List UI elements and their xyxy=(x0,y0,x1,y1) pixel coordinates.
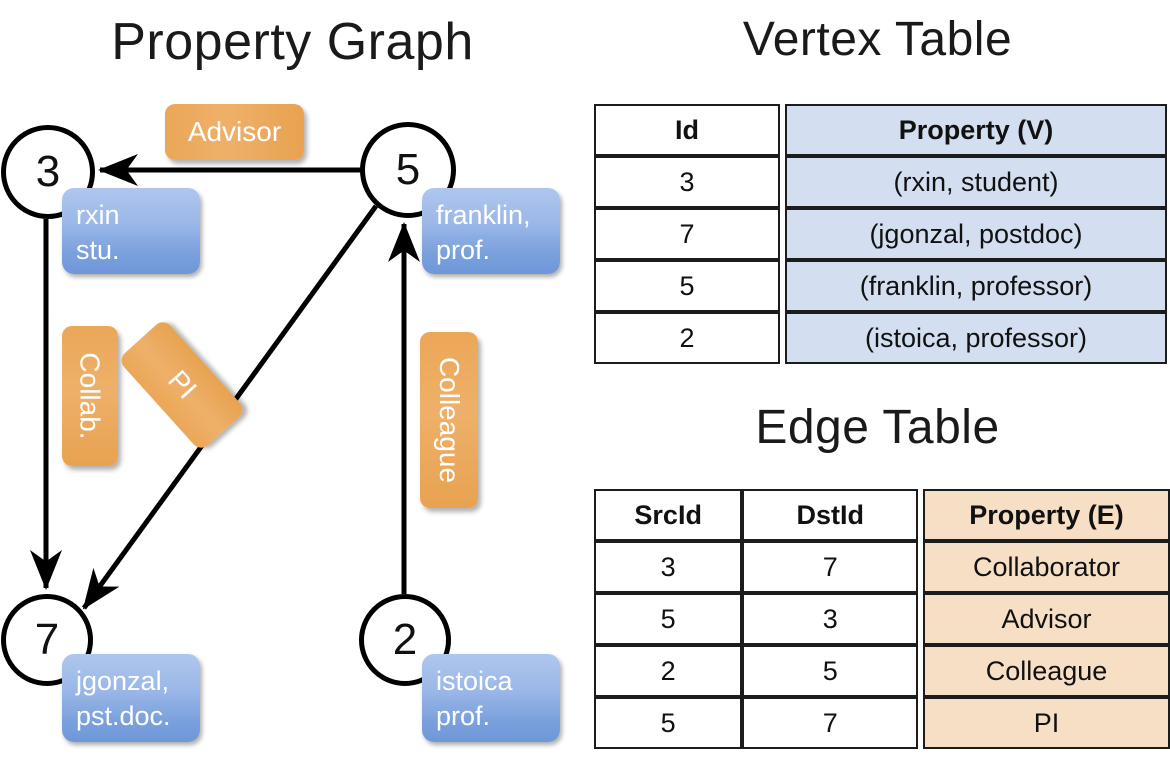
table-row[interactable]: 2 5 Colleague xyxy=(594,645,1170,697)
edge-table-header-srcid: SrcId xyxy=(594,489,743,541)
vertex-table-cell-id: 7 xyxy=(594,208,780,260)
edge-table-header-property: Property (E) xyxy=(923,489,1170,541)
edge-table-cell-dstid: 7 xyxy=(742,541,919,593)
vertex-property-box-3: rxin stu. xyxy=(62,188,200,274)
vertex-property-box-7-line2: pst.doc. xyxy=(76,700,171,731)
graph-node-5-label: 5 xyxy=(395,145,421,194)
edge-table-cell-srcid: 2 xyxy=(594,645,743,697)
graph-node-7-label: 7 xyxy=(34,615,60,664)
vertex-table: Id Property (V) 3 (rxin, student) 7 (jgo… xyxy=(594,104,1167,364)
graph-node-2-label: 2 xyxy=(392,615,418,664)
edge-table-cell-dstid: 5 xyxy=(742,645,919,697)
vertex-table-header-property: Property (V) xyxy=(785,104,1167,156)
vertex-property-box-3-line1: rxin xyxy=(76,200,120,230)
edge-table-header-row: SrcId DstId Property (E) xyxy=(594,489,1170,541)
edge-table-cell-property: Colleague xyxy=(923,645,1170,697)
vertex-table-cell-id: 2 xyxy=(594,312,780,364)
edge-label-advisor: Advisor xyxy=(165,104,304,160)
vertex-property-box-5-line2: prof. xyxy=(436,234,491,265)
table-row[interactable]: 5 (franklin, professor) xyxy=(594,260,1167,312)
edge-table-cell-srcid: 5 xyxy=(594,593,743,645)
table-row[interactable]: 3 7 Collaborator xyxy=(594,541,1170,593)
edge-table-cell-property: Collaborator xyxy=(923,541,1170,593)
edge-label-advisor-text: Advisor xyxy=(187,116,282,147)
table-row[interactable]: 5 7 PI xyxy=(594,697,1170,749)
edge-table-cell-property: PI xyxy=(923,697,1170,749)
edge-table-cell-srcid: 3 xyxy=(594,541,743,593)
edge-label-colleague-text: Colleague xyxy=(434,356,466,484)
graph-node-3-label: 3 xyxy=(35,147,61,196)
edge-table-cell-srcid: 5 xyxy=(594,697,743,749)
vertex-property-box-2: istoica prof. xyxy=(422,654,560,742)
vertex-table-cell-property: (istoica, professor) xyxy=(785,312,1167,364)
vertex-property-box-7-line1: jgonzal, xyxy=(76,666,170,696)
vertex-table-cell-property: (rxin, student) xyxy=(785,156,1167,208)
edge-label-collab: Collab. xyxy=(62,326,118,466)
edge-label-pi-text: PI xyxy=(161,364,203,405)
vertex-table-header-id: Id xyxy=(594,104,780,156)
vertex-table-cell-id: 5 xyxy=(594,260,780,312)
vertex-table-cell-id: 3 xyxy=(594,156,780,208)
edge-table: SrcId DstId Property (E) 3 7 Collaborato… xyxy=(594,489,1170,749)
edge-table-cell-property: Advisor xyxy=(923,593,1170,645)
table-row[interactable]: 5 3 Advisor xyxy=(594,593,1170,645)
vertex-table-header-row: Id Property (V) xyxy=(594,104,1167,156)
edge-table-header-dstid: DstId xyxy=(742,489,919,541)
edge-table-cell-dstid: 3 xyxy=(742,593,919,645)
vertex-table-cell-property: (franklin, professor) xyxy=(785,260,1167,312)
vertex-property-box-5-line1: franklin, xyxy=(436,200,531,230)
edge-label-collab-text: Collab. xyxy=(75,352,107,440)
page-title-edge-table: Edge Table xyxy=(755,401,1000,454)
page-title-vertex-table: Vertex Table xyxy=(742,13,1013,66)
vertex-property-box-5: franklin, prof. xyxy=(422,188,560,274)
edge-label-colleague: Colleague xyxy=(420,332,478,508)
table-row[interactable]: 3 (rxin, student) xyxy=(594,156,1167,208)
edge-table-cell-dstid: 7 xyxy=(742,697,919,749)
table-row[interactable]: 7 (jgonzal, postdoc) xyxy=(594,208,1167,260)
vertex-table-cell-property: (jgonzal, postdoc) xyxy=(785,208,1167,260)
graph-node-5[interactable]: 5 xyxy=(360,122,456,218)
vertex-property-box-3-line2: stu. xyxy=(76,234,120,265)
page-title-property-graph: Property Graph xyxy=(111,13,474,71)
graph-node-2[interactable]: 2 xyxy=(359,594,451,686)
vertex-property-box-2-line2: prof. xyxy=(436,700,491,731)
vertex-property-box-7: jgonzal, pst.doc. xyxy=(62,654,200,742)
table-row[interactable]: 2 (istoica, professor) xyxy=(594,312,1167,364)
vertex-property-box-2-line1: istoica xyxy=(436,666,513,696)
